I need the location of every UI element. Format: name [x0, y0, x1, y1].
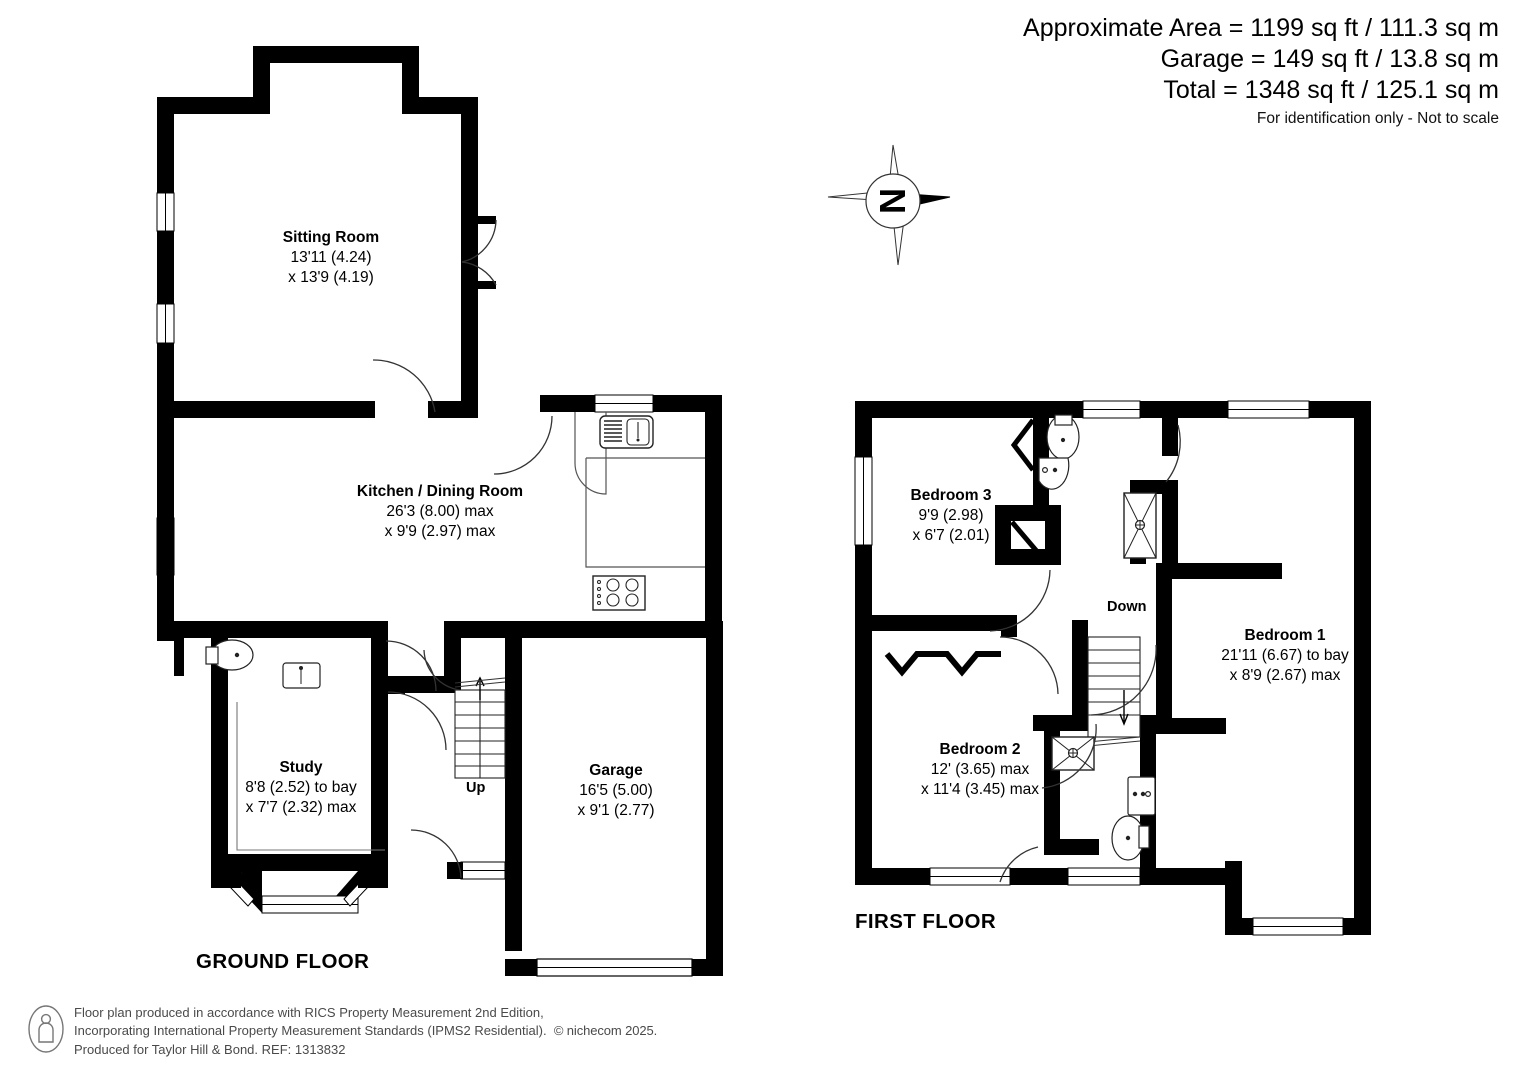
room-label-garage: Garage 16'5 (5.00) x 9'1 (2.77) — [526, 761, 706, 820]
room-label-study: Study 8'8 (2.52) to bay x 7'7 (2.32) max — [216, 758, 386, 817]
approximate-area-text: Approximate Area = 1199 sq ft / 111.3 sq… — [1023, 14, 1499, 42]
room-dim-2: x 8'9 (2.67) max — [1229, 666, 1341, 684]
garage-area-text: Garage = 149 sq ft / 13.8 sq m — [1160, 45, 1499, 73]
room-dim-1: 26'3 (8.00) max — [386, 502, 494, 520]
room-dim-2: x 11'4 (3.45) max — [920, 780, 1040, 798]
window-ff-bottom — [929, 867, 1344, 936]
footer-disclaimer: Floor plan produced in accordance with R… — [74, 1004, 657, 1059]
kitchen-units — [574, 412, 705, 611]
room-dim-2: x 9'9 (2.97) max — [384, 522, 496, 540]
wc-fixtures — [205, 639, 321, 689]
room-name: Bedroom 2 — [939, 741, 1021, 758]
first-floor-plan — [854, 400, 1371, 936]
north-arrow-icon: N — [827, 144, 951, 266]
room-dim-1: 12' (3.65) max — [930, 760, 1030, 778]
room-dim-2: x 13'9 (4.19) — [288, 268, 374, 286]
room-name: Bedroom 3 — [910, 487, 992, 504]
front-door-opening — [460, 861, 506, 880]
door-swing-arcs-ground — [372, 219, 553, 879]
room-label-bedroom-3: Bedroom 3 9'9 (2.98) x 6'7 (2.01) — [876, 486, 1026, 545]
room-label-kitchen-dining: Kitchen / Dining Room 26'3 (8.00) max x … — [310, 482, 570, 541]
ground-floor-plan — [156, 46, 723, 977]
person-in-oval-icon — [28, 1005, 64, 1053]
stair-direction-up-label: Up — [466, 780, 486, 796]
ground-floor-title: GROUND FLOOR — [196, 950, 370, 973]
bay-window-study — [230, 871, 368, 914]
footer-line-3: Produced for Taylor Hill & Bond. REF: 13… — [74, 1041, 346, 1057]
staircase-first — [1087, 636, 1141, 747]
room-dim-1: 21'11 (6.67) to bay — [1221, 646, 1349, 664]
footer-copyright: © nichecom 2025. — [553, 1023, 658, 1039]
room-name: Garage — [589, 762, 643, 779]
footer-line-2: Incorporating International Property Mea… — [74, 1022, 657, 1040]
study-floor-outline — [236, 702, 385, 851]
room-name: Kitchen / Dining Room — [356, 483, 524, 500]
room-label-bedroom-1: Bedroom 1 21'11 (6.67) to bay x 8'9 (2.6… — [1185, 626, 1385, 685]
room-label-bedroom-2: Bedroom 2 12' (3.65) max x 11'4 (3.45) m… — [880, 740, 1080, 799]
total-area-text: Total = 1348 sq ft / 125.1 sq m — [1163, 76, 1499, 104]
room-dim-1: 16'5 (5.00) — [579, 781, 653, 799]
kitchen-hob — [592, 575, 646, 611]
staircase-ground — [454, 676, 506, 779]
first-floor-title: FIRST FLOOR — [855, 910, 997, 933]
room-dim-1: 9'9 (2.98) — [918, 506, 984, 524]
stair-direction-down-label: Down — [1107, 599, 1147, 615]
shower-cubicle-2 — [1051, 736, 1095, 771]
garage-door — [536, 958, 693, 977]
room-dim-2: x 9'1 (2.77) — [577, 801, 655, 819]
footer-line-2a: Incorporating International Property Mea… — [74, 1023, 547, 1039]
compass-north-letter: N — [872, 188, 913, 214]
shower-cubicle-1 — [1123, 492, 1157, 559]
room-dim-2: x 7'7 (2.32) max — [245, 798, 357, 816]
room-name: Study — [279, 759, 323, 776]
kitchen-sink — [599, 415, 654, 449]
room-name: Sitting Room — [282, 229, 380, 246]
room-dim-1: 8'8 (2.52) to bay — [245, 778, 357, 796]
bathroom-fixtures-ff — [1038, 414, 1080, 490]
window-ff-top — [1082, 400, 1310, 419]
wardrobe-markers — [884, 651, 1001, 677]
ensuite-fixtures — [1111, 776, 1156, 861]
room-name: Bedroom 1 — [1244, 627, 1326, 644]
room-dim-1: 13'11 (4.24) — [290, 248, 372, 266]
room-label-sitting-room: Sitting Room 13'11 (4.24) x 13'9 (4.19) — [236, 228, 426, 287]
footer-line-1: Floor plan produced in accordance with R… — [74, 1005, 544, 1020]
window-ff-left — [854, 456, 873, 546]
door-swing-arcs-first — [989, 424, 1181, 883]
scale-disclaimer-text: For identification only - Not to scale — [1256, 110, 1499, 127]
room-dim-2: x 6'7 (2.01) — [912, 526, 990, 544]
window-kitchen-top — [594, 394, 654, 413]
